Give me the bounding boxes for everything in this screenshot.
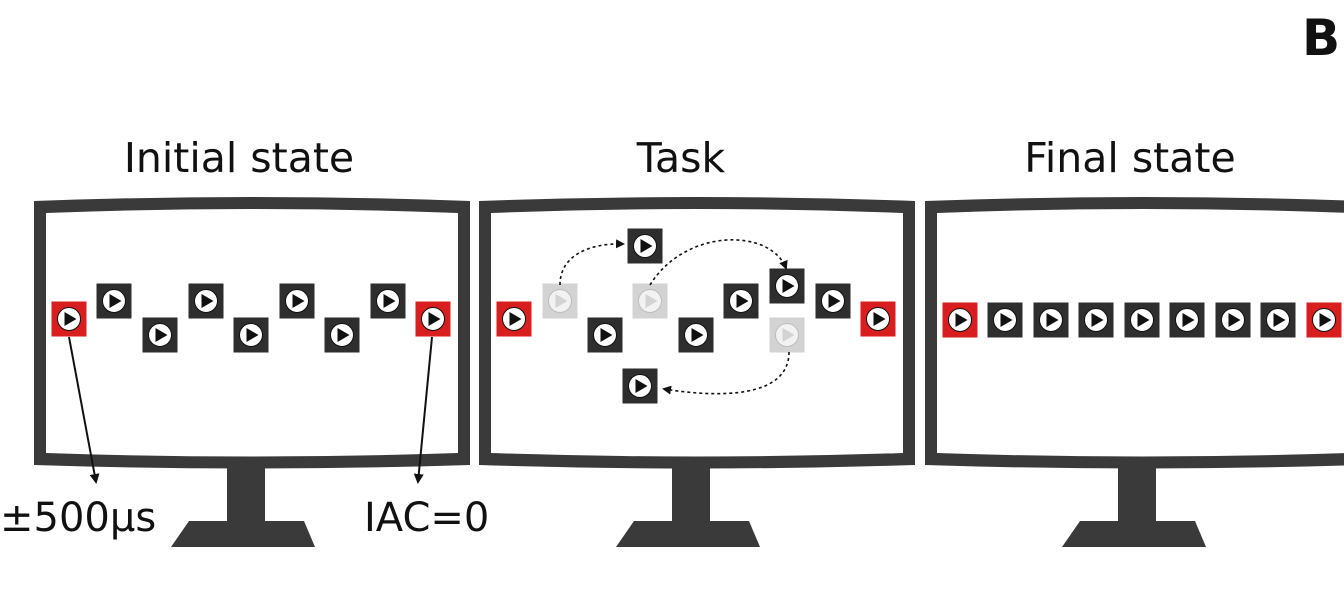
tile [627,228,663,264]
endpoint-tile [415,301,451,337]
play-icon [109,294,122,308]
endpoint-tile [51,301,87,337]
play-icon [292,294,305,308]
play-icon [428,312,441,326]
tile [279,283,315,319]
panel-title-final: Final state [1024,134,1235,182]
tile [1169,302,1205,338]
annotation-iac: IAC=0 [364,495,489,541]
monitor-stand-base [1062,521,1206,547]
tile [370,283,406,319]
play-icon [1137,313,1150,327]
play-icon [955,313,968,327]
play-icon [1182,313,1195,327]
play-icon [1000,313,1013,327]
monitor-stand-neck [1118,464,1156,524]
annotation-arrow-right [413,336,433,484]
monitor-stand-neck [672,464,710,524]
annotation-jitter: ±500μs [0,495,156,541]
endpoint-tile [1306,302,1342,338]
play-icon [600,328,613,342]
play-icon [64,312,77,326]
tile [324,317,360,353]
tile [233,317,269,353]
play-icon [1091,313,1104,327]
play-icon [155,328,168,342]
tile [769,268,805,304]
play-icon [246,328,259,342]
endpoint-tile [942,302,978,338]
play-icon [736,294,749,308]
tile [96,283,132,319]
annotation-arrow-left [68,336,100,484]
annotation-arrows [68,336,433,484]
tile [723,283,759,319]
play-icon [691,328,704,342]
play-icon [1228,313,1241,327]
play-icon [640,239,653,253]
tile [188,283,224,319]
endpoint-tile [860,301,896,337]
tile [1124,302,1160,338]
monitor-stand-neck [227,464,265,524]
play-icon [383,294,396,308]
play-icon [635,379,648,393]
play-icon [337,328,350,342]
monitor-task [479,197,915,547]
play-icon [555,294,568,308]
play-icon [201,294,214,308]
play-icon [873,312,886,326]
tile [1078,302,1114,338]
tile [1260,302,1296,338]
tile [815,283,851,319]
play-icon [828,294,841,308]
tile [622,368,658,404]
ghost-tile [769,317,805,353]
monitor-stand-base [171,521,315,547]
move-arrow-3 [662,351,790,395]
monitor-final [925,197,1344,547]
tile [987,302,1023,338]
panel-title-initial: Initial state [124,134,354,182]
tile [1215,302,1251,338]
play-icon [645,294,658,308]
tiles [51,228,1342,404]
play-icon [782,279,795,293]
play-icon [1046,313,1059,327]
play-icon [509,312,522,326]
tile [142,317,178,353]
panel-title-task: Task [636,134,726,182]
tile [678,317,714,353]
monitor-stand-base [616,521,760,547]
play-icon [1273,313,1286,327]
tile [587,317,623,353]
tile [1033,302,1069,338]
panel-letter: B [1302,9,1340,67]
play-icon [1319,313,1332,327]
move-arrow-2 [649,239,788,286]
play-icon [782,328,795,342]
task-move-arrows [559,239,790,395]
ghost-tile [632,283,668,319]
ghost-tile [542,283,578,319]
move-arrow-1 [559,239,625,286]
monitors [34,197,1344,547]
endpoint-tile [496,301,532,337]
